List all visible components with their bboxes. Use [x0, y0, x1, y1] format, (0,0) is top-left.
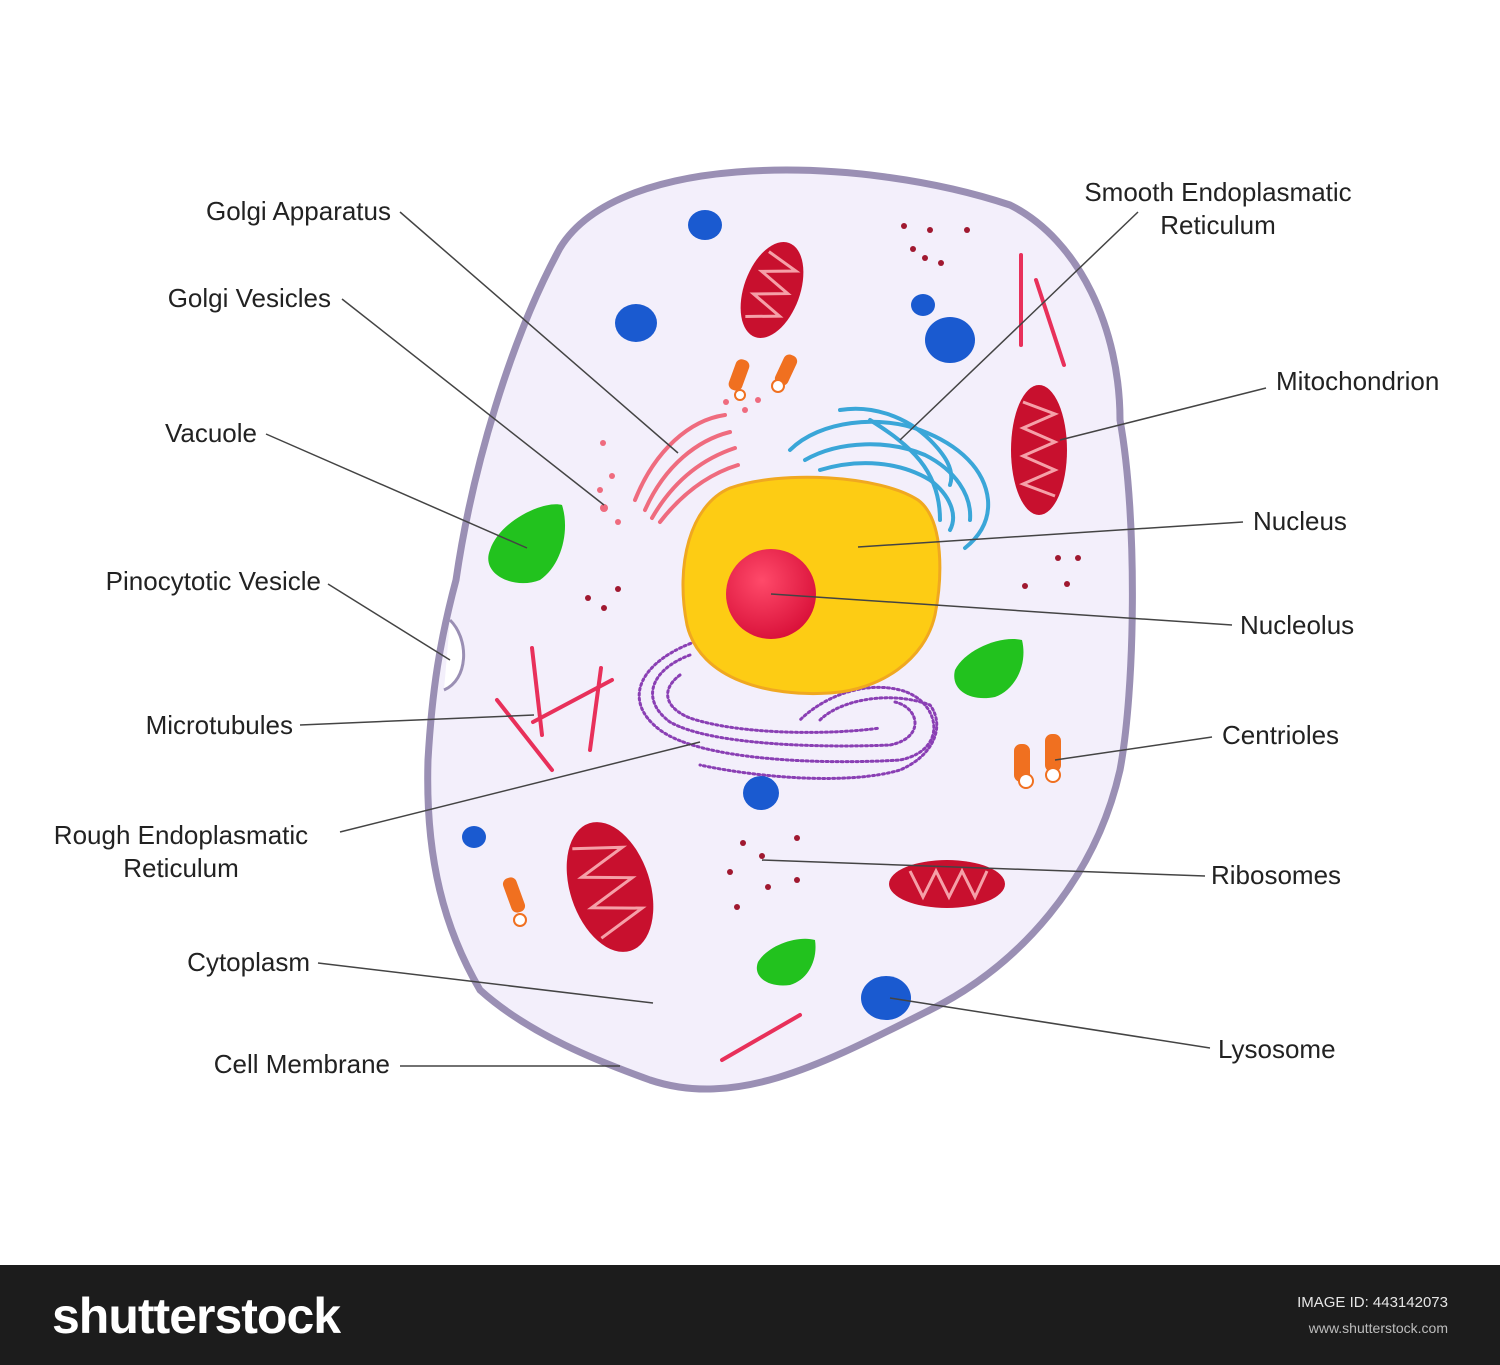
stock-footer-bar: shutterstock IMAGE ID: 443142073 www.shu…: [0, 1265, 1500, 1365]
golgi-vesicles: [597, 392, 761, 525]
leader-lines: [265, 211, 1267, 1067]
smooth-er: [788, 406, 991, 550]
lysosomes: [462, 210, 975, 1020]
label-golgi-apparatus: Golgi Apparatus: [206, 196, 391, 226]
label-centrioles: Centrioles: [1222, 720, 1339, 750]
footer-url: www.shutterstock.com: [1308, 1320, 1448, 1336]
ribosomes: [585, 223, 1081, 910]
vacuoles: [488, 504, 1024, 986]
microtubules: [495, 253, 1066, 1062]
label-cell-membrane: Cell Membrane: [214, 1049, 390, 1079]
label-nucleolus: Nucleolus: [1240, 610, 1354, 640]
label-ribosomes: Ribosomes: [1211, 860, 1341, 890]
label-golgi-vesicles: Golgi Vesicles: [168, 283, 331, 313]
centriole-rings: [513, 379, 1061, 927]
image-id: IMAGE ID: 443142073: [1297, 1294, 1448, 1311]
label-pinocytotic-vesicle: Pinocytotic Vesicle: [106, 566, 321, 596]
label-rough-er-line1: Rough Endoplasmatic: [54, 820, 308, 850]
label-smooth-er-line2: Reticulum: [1160, 210, 1276, 240]
centrioles: [502, 354, 1061, 913]
label-rough-er-line2: Reticulum: [123, 853, 239, 883]
label-cytoplasm: Cytoplasm: [187, 947, 310, 977]
label-mitochondrion: Mitochondrion: [1276, 366, 1439, 396]
shutterstock-logo: shutterstock: [52, 1288, 341, 1344]
label-lysosome: Lysosome: [1218, 1034, 1336, 1064]
label-nucleus: Nucleus: [1253, 506, 1347, 536]
label-microtubules: Microtubules: [146, 710, 293, 740]
animal-cell-diagram: Golgi Apparatus Golgi Vesicles Vacuole P…: [54, 166, 1439, 1093]
label-vacuole: Vacuole: [165, 418, 257, 448]
golgi-apparatus: [633, 413, 740, 524]
mitochondria: [566, 242, 1067, 952]
label-smooth-er-line1: Smooth Endoplasmatic: [1084, 177, 1351, 207]
pinocytotic-vesicle: [443, 618, 465, 692]
rough-er: [637, 638, 939, 780]
